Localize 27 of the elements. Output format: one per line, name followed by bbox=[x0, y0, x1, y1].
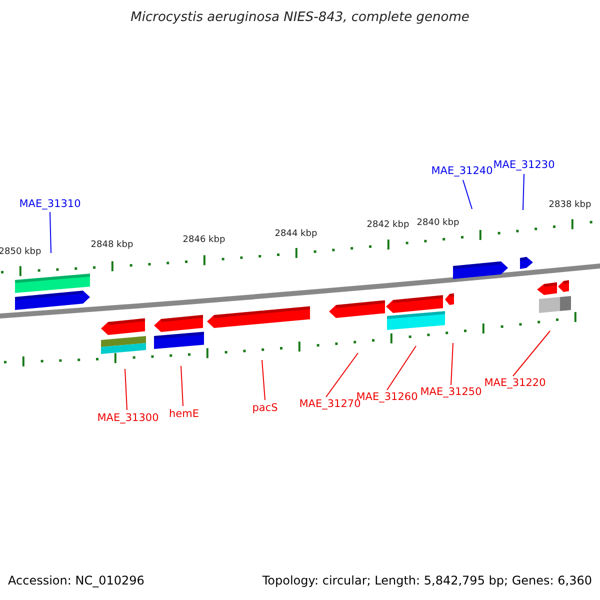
gene-label: MAE_31230 bbox=[493, 160, 555, 172]
leader-line bbox=[462, 180, 472, 210]
leader-line bbox=[326, 352, 358, 398]
leader-line bbox=[386, 346, 416, 390]
leader-line bbox=[512, 330, 550, 376]
leader-line bbox=[180, 366, 184, 406]
tick-label: 2838 kbp bbox=[548, 201, 592, 211]
tick-label: 2842 kbp bbox=[366, 221, 410, 231]
tick-label: 2840 kbp bbox=[416, 219, 460, 229]
gene-label: MAE_31300 bbox=[97, 413, 159, 425]
leader-line bbox=[50, 212, 52, 254]
tick-label: 2848 kbp bbox=[90, 241, 134, 251]
title: Microcystis aeruginosa NIES-843, complete genome bbox=[130, 10, 470, 26]
leader-line bbox=[124, 368, 128, 410]
leader-line bbox=[450, 342, 454, 386]
leader-line bbox=[522, 174, 524, 210]
gene-label: pacS bbox=[252, 403, 278, 415]
accession-text: Accession: NC_010296 bbox=[8, 574, 144, 588]
gene-label: MAE_31250 bbox=[420, 387, 482, 399]
leader-line bbox=[262, 360, 266, 400]
gene-label: MAE_31220 bbox=[484, 378, 546, 390]
genome-summary-text: Topology: circular; Length: 5,842,795 bp; Genes: 6,360 bbox=[262, 574, 592, 588]
gene-label: MAE_31240 bbox=[431, 166, 493, 178]
gene-label: hemE bbox=[169, 409, 199, 421]
tick-label: 2844 kbp bbox=[274, 230, 318, 240]
tick-label: 2846 kbp bbox=[182, 236, 226, 246]
gene-label: MAE_31310 bbox=[19, 199, 81, 211]
